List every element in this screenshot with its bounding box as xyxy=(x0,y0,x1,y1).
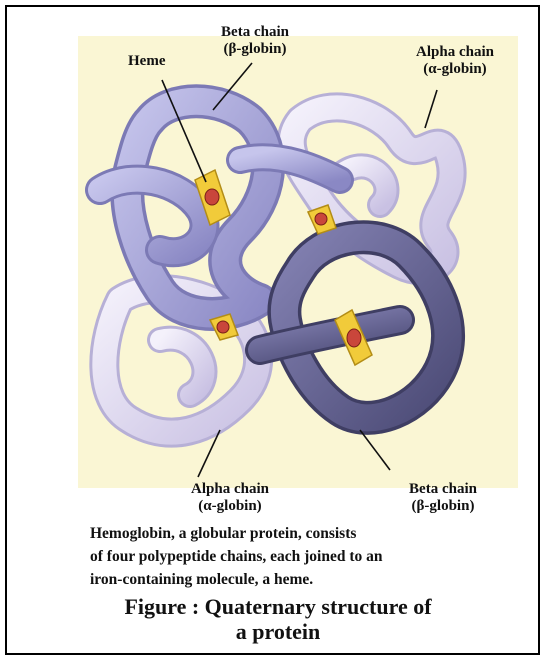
caption-line-3: iron-containing molecule, a heme. xyxy=(90,568,510,591)
label-beta-chain-bottom-line1: Beta chain xyxy=(393,481,493,498)
label-alpha-chain-top-line1: Alpha chain xyxy=(405,44,505,61)
alpha-top-leader-line xyxy=(425,90,437,128)
label-beta-chain-top-line2: (β-globin) xyxy=(215,41,295,58)
caption-line-1: Hemoglobin, a globular protein, consists xyxy=(90,522,510,545)
beta-bottom-leader-line xyxy=(360,430,390,470)
label-alpha-chain-top-line2: (α-globin) xyxy=(405,61,505,78)
label-alpha-chain-bottom: Alpha chain (α-globin) xyxy=(180,481,280,515)
figure-title: Figure : Quaternary structure of a prote… xyxy=(88,594,468,644)
label-beta-chain-bottom-line2: (β-globin) xyxy=(393,498,493,515)
label-beta-chain-top-line1: Beta chain xyxy=(215,24,295,41)
label-alpha-chain-bottom-line1: Alpha chain xyxy=(180,481,280,498)
label-beta-chain-bottom: Beta chain (β-globin) xyxy=(393,481,493,515)
label-beta-chain-top: Beta chain (β-globin) xyxy=(215,24,295,58)
figure-caption: Hemoglobin, a globular protein, consists… xyxy=(90,522,510,591)
label-alpha-chain-top: Alpha chain (α-globin) xyxy=(405,44,505,78)
label-alpha-chain-bottom-line2: (α-globin) xyxy=(180,498,280,515)
caption-line-2: of four polypeptide chains, each joined … xyxy=(90,545,510,568)
figure-title-line-2: a protein xyxy=(88,619,468,644)
label-heme: Heme xyxy=(128,53,165,70)
figure-title-line-1: Figure : Quaternary structure of xyxy=(88,594,468,619)
